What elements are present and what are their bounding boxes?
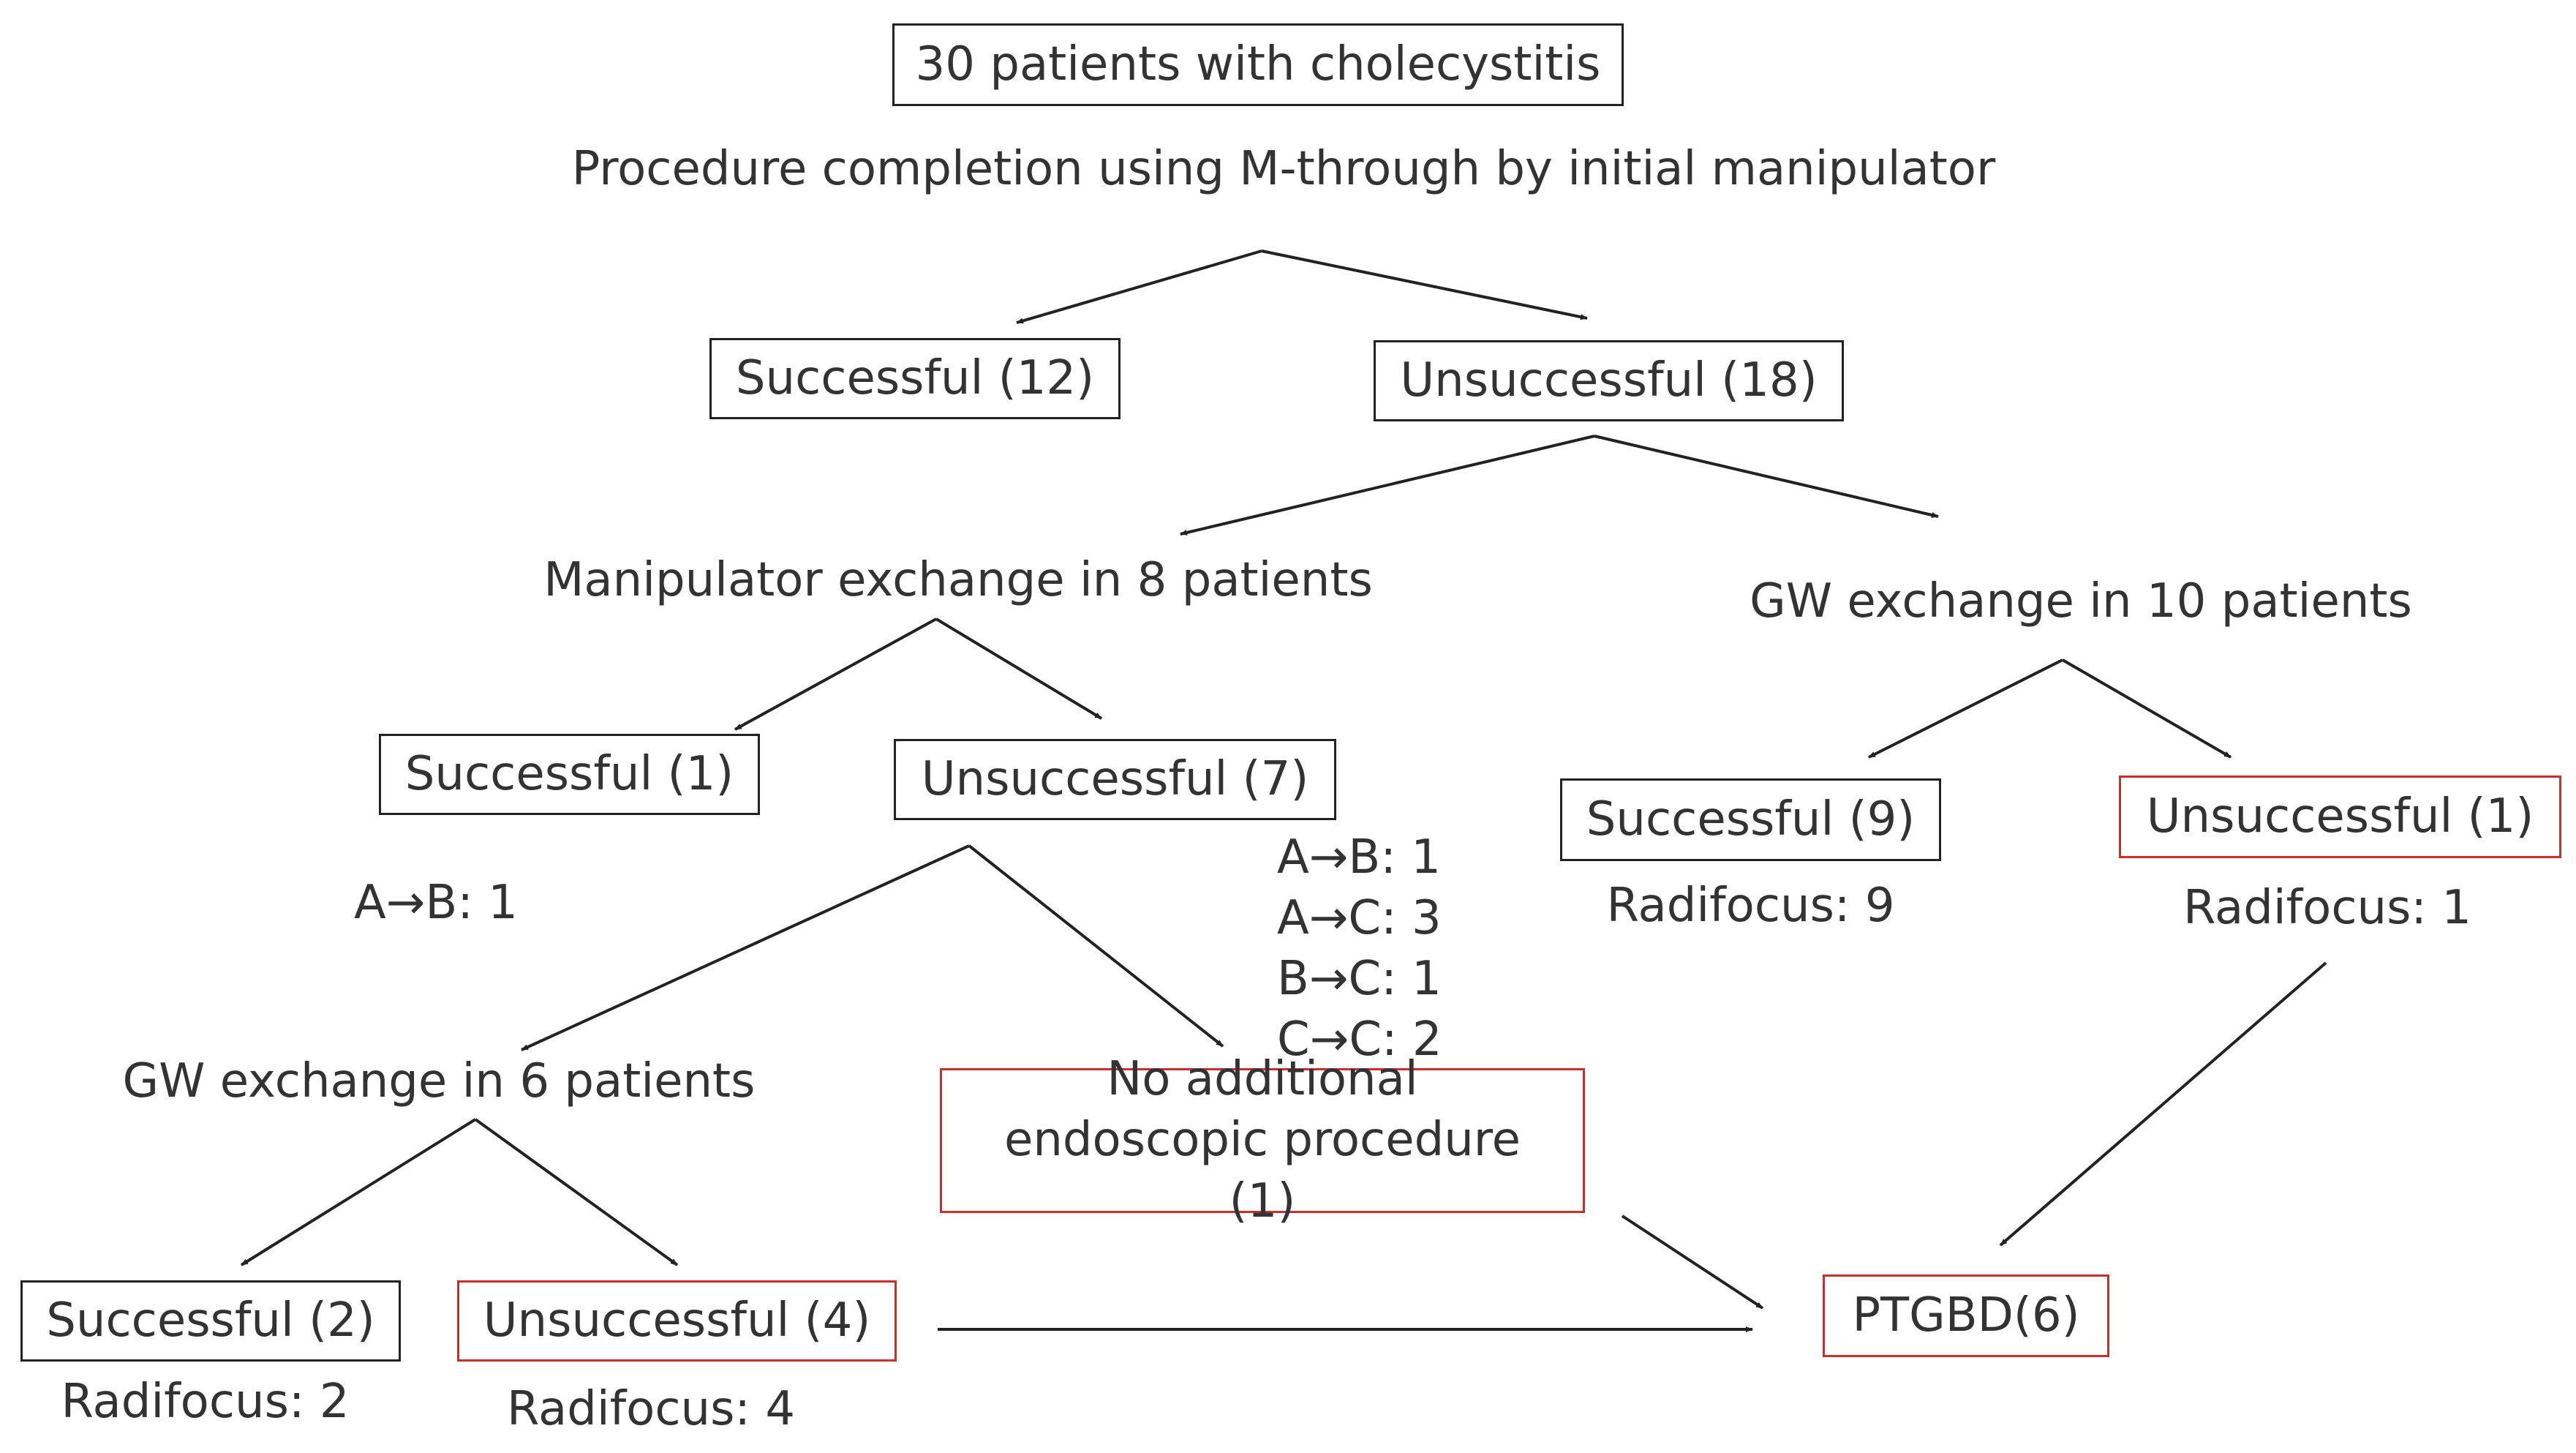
gw10-unsuccessful-node: Unsuccessful (1) <box>2119 776 2561 858</box>
arrow-gw-exchange-10 <box>1594 435 1939 518</box>
manip-unsuccessful-details: A→B: 1 A→C: 3 B→C: 1 C→C: 2 <box>1277 827 1442 1070</box>
gw10-successful-detail: Radifocus: 9 <box>1606 879 1895 933</box>
arrow-gw6-unsuccessful <box>474 1118 679 1266</box>
gw10-successful-node: Successful (9) <box>1560 778 1941 861</box>
arrow-gw10-unsuccessful <box>2061 658 2232 759</box>
detail-line: A→B: 1 <box>1277 830 1441 885</box>
arrow-manip-unsuccessful <box>935 617 1103 720</box>
manip-exchange-label: Manipulator exchange in 8 patients <box>543 553 1373 607</box>
detail-line: A→C: 3 <box>1277 891 1442 945</box>
arrow-manip-successful <box>734 617 937 731</box>
arrow-gw10-successful <box>1868 658 2063 759</box>
manip-success-detail: A→B: 1 <box>354 876 518 930</box>
gw10-unsuccessful-detail: Radifocus: 1 <box>2183 881 2472 935</box>
arrow-initial-successful <box>1016 249 1262 324</box>
initial-successful-node: Successful (12) <box>709 338 1121 419</box>
detail-line: B→C: 1 <box>1277 952 1442 1006</box>
manip-unsuccessful-node: Unsuccessful (7) <box>894 739 1336 820</box>
arrow-manip-exchange <box>1180 435 1595 536</box>
gw6-unsuccessful-node: Unsuccessful (4) <box>457 1280 897 1362</box>
gw6-successful-detail: Radifocus: 2 <box>61 1375 350 1429</box>
initial-unsuccessful-node: Unsuccessful (18) <box>1374 340 1844 421</box>
arrow-noadd-to-ptgbd <box>1621 1214 1764 1310</box>
manip-successful-node: Successful (1) <box>379 734 760 815</box>
arrow-gw6-successful <box>240 1118 477 1266</box>
arrow-gw10-to-ptgbd <box>1999 961 2327 1247</box>
no-additional-node: No additional endoscopic procedure (1) <box>940 1052 1585 1228</box>
gw6-unsuccessful-detail: Radifocus: 4 <box>506 1382 796 1436</box>
root-node: 30 patients with cholecystitis <box>892 23 1624 106</box>
step1-label: Procedure completion using M-through by … <box>571 142 1996 196</box>
gw-exchange-10-label: GW exchange in 10 patients <box>1750 574 2412 628</box>
ptgbd-node: PTGBD(6) <box>1823 1274 2109 1357</box>
detail-line: C→C: 2 <box>1277 1013 1442 1067</box>
arrow-no-additional <box>968 844 1224 1048</box>
arrow-gw-exchange-6 <box>521 844 970 1051</box>
gw-exchange-6-label: GW exchange in 6 patients <box>122 1054 756 1108</box>
arrow-initial-unsuccessful <box>1261 249 1588 320</box>
gw6-successful-node: Successful (2) <box>20 1280 401 1362</box>
